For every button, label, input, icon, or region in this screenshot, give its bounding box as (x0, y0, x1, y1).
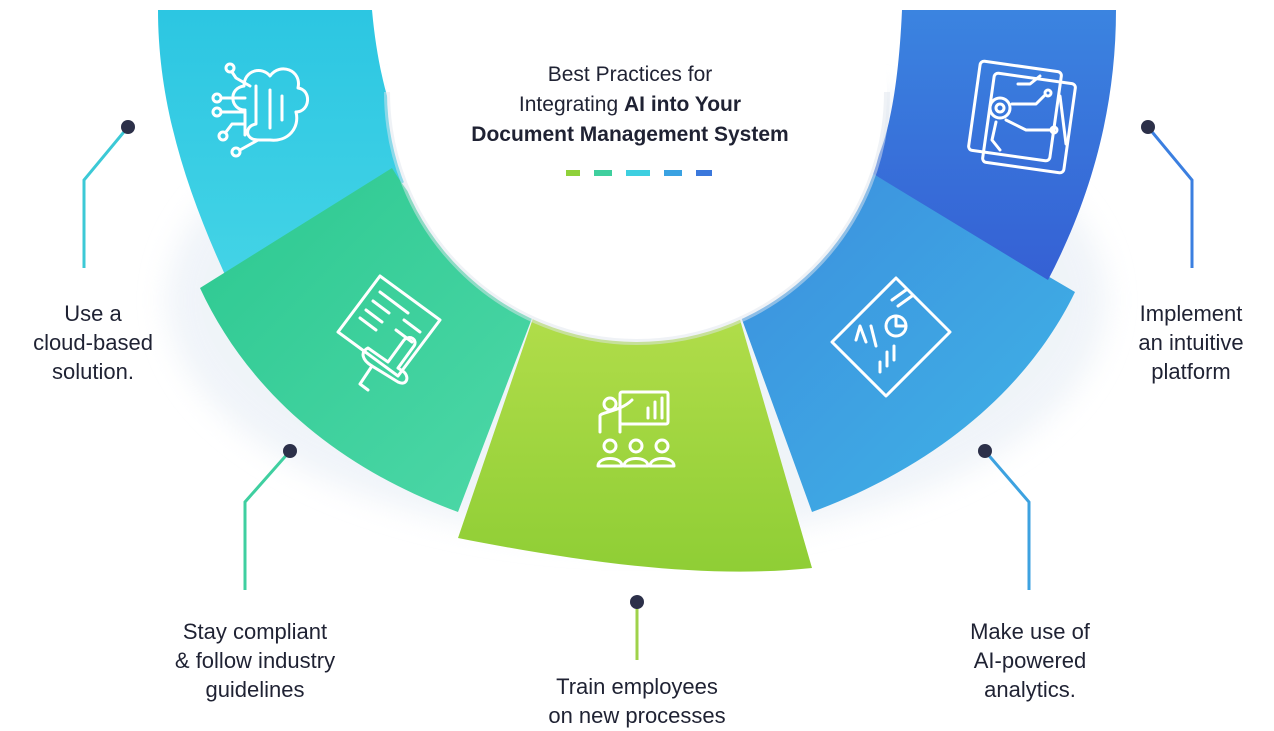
title-line-2: Integrating AI into Your (380, 90, 880, 120)
circuit-screen-icon (967, 59, 1077, 175)
connector-training (630, 595, 644, 660)
document-hand-icon (336, 274, 442, 392)
label-compliance-line-2: & follow industry (174, 648, 336, 673)
label-cloud-line-2: cloud-based (33, 330, 153, 355)
title-line-2-regular: Integrating (518, 93, 624, 116)
label-platform-line-1: Implement (1139, 301, 1243, 326)
connector-analytics (978, 444, 1031, 590)
label-cloud-line-1: Use a (64, 301, 122, 326)
label-analytics-line-1: Make use of (970, 619, 1090, 644)
label-analytics-line-3: analytics. (984, 677, 1076, 702)
label-analytics: Make use of AI-powered analytics. (930, 617, 1130, 704)
label-cloud: Use a cloud-based solution. (18, 299, 168, 386)
title-line-3: Document Management System (471, 123, 789, 146)
ai-analytics-board-icon (830, 276, 952, 398)
title-line-1: Best Practices for (547, 63, 713, 86)
label-analytics-line-2: AI-powered (973, 648, 1087, 673)
presentation-audience-icon (596, 390, 676, 468)
label-compliance: Stay compliant & follow industry guideli… (140, 617, 370, 704)
label-cloud-line-3: solution. (52, 359, 134, 384)
label-platform-line-2: an intuitive (1138, 330, 1244, 355)
title-line-2-bold: AI into Your (624, 93, 742, 116)
connector-platform (1141, 120, 1194, 268)
label-platform-line-3: platform (1151, 359, 1231, 384)
segment-cloud (158, 10, 420, 290)
segment-training (458, 292, 812, 572)
label-compliance-line-3: guidelines (205, 677, 305, 702)
label-platform: Implement an intuitive platform (1108, 299, 1274, 386)
connector-compliance (243, 444, 297, 590)
segment-platform (870, 10, 1116, 280)
label-training-line-1: Train employees (556, 674, 718, 699)
label-training-line-2: on new processes (548, 703, 726, 728)
diagram-title: Best Practices for Integrating AI into Y… (380, 60, 880, 150)
cloud-circuit-icon (211, 62, 309, 158)
connector-cloud (82, 120, 135, 268)
label-compliance-line-1: Stay compliant (182, 619, 328, 644)
label-training: Train employees on new processes (517, 672, 757, 730)
